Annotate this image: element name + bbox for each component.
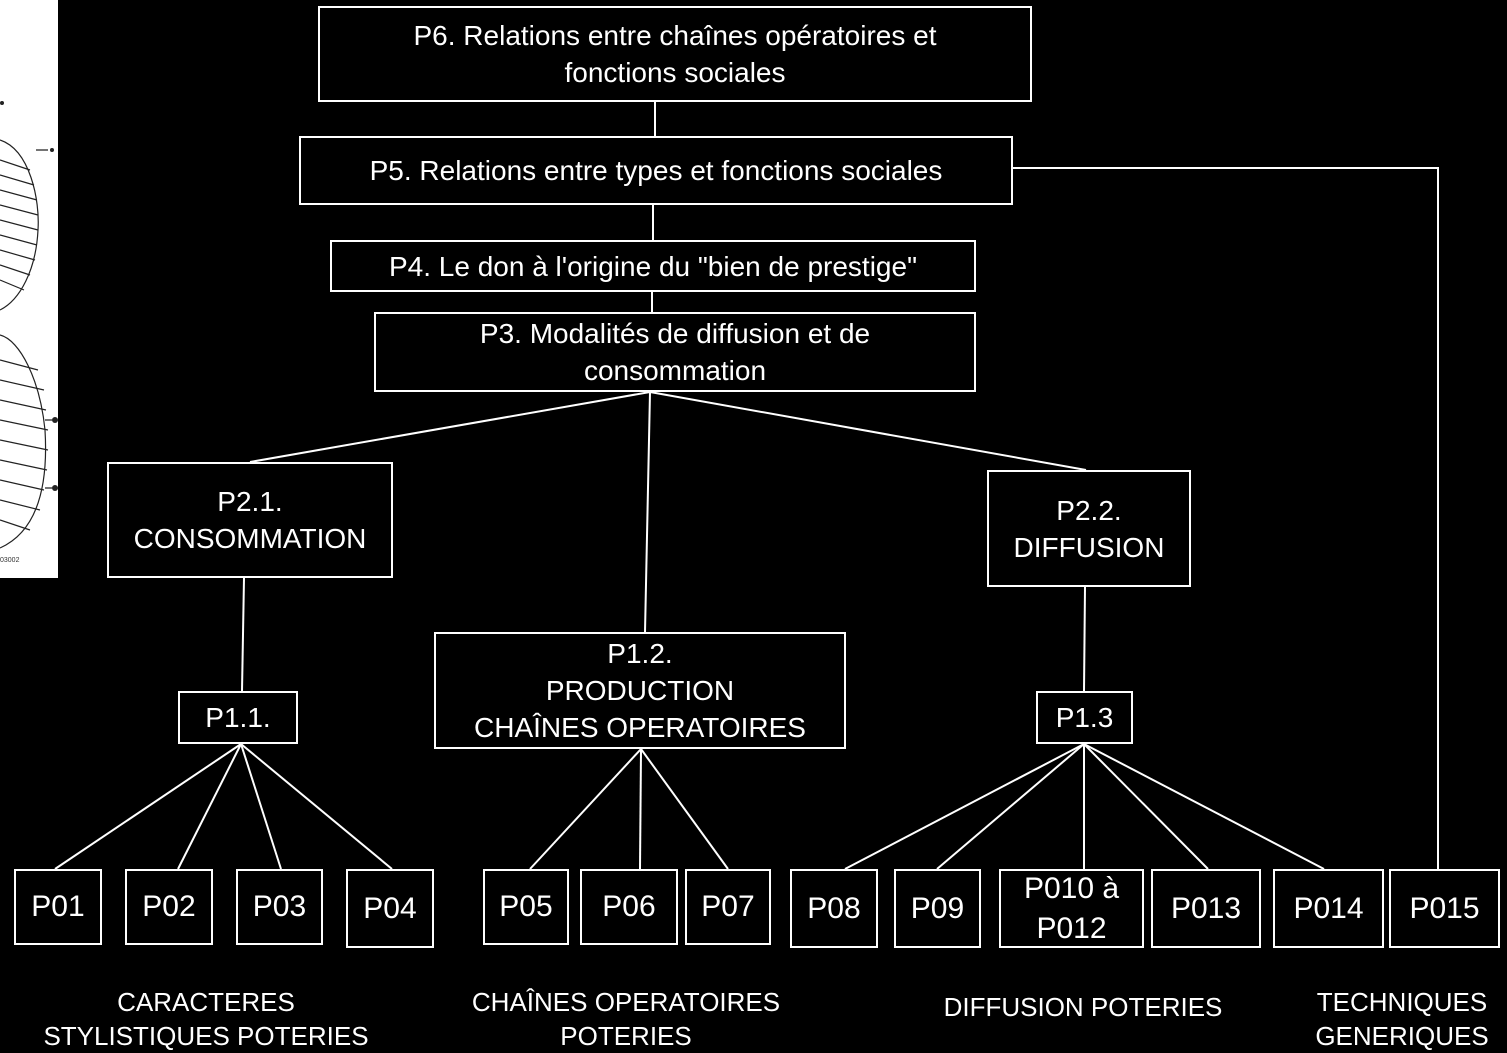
link-p13-p09 bbox=[936, 743, 1085, 870]
caption-stylistic-characters: CARACTERES STYLISTIQUES POTERIES bbox=[43, 987, 369, 1051]
link-p5-p015 bbox=[1013, 167, 1439, 869]
link-p11-p04 bbox=[240, 743, 393, 870]
node-p1-3: P1.3 bbox=[1036, 691, 1133, 744]
node-p06: P06 bbox=[580, 869, 678, 945]
node-p1-2: P1.2. PRODUCTION CHAÎNES OPERATOIRES bbox=[434, 632, 846, 749]
link-p11-p01 bbox=[54, 743, 242, 870]
node-p2-2: P2.2. DIFFUSION bbox=[987, 470, 1191, 587]
node-p013: P013 bbox=[1151, 869, 1261, 948]
link-p3-p12 bbox=[644, 391, 651, 633]
node-p07: P07 bbox=[685, 869, 771, 945]
node-p6: P6. Relations entre chaînes opératoires … bbox=[318, 6, 1032, 102]
node-p010-p012: P010 à P012 bbox=[999, 869, 1144, 948]
caption-generic-techniques: TECHNIQUES GENERIQUES bbox=[1315, 987, 1489, 1051]
link-p13-p08 bbox=[844, 743, 1085, 870]
link-p11-p02 bbox=[177, 743, 242, 870]
link-p11-p03 bbox=[240, 743, 282, 870]
link-p21-p11 bbox=[241, 577, 245, 692]
link-p22-p13 bbox=[1083, 586, 1086, 692]
node-p04: P04 bbox=[346, 869, 434, 948]
caption-pottery-diffusion: DIFFUSION POTERIES bbox=[943, 992, 1223, 1022]
node-p3: P3. Modalités de diffusion et de consomm… bbox=[374, 312, 976, 392]
node-p08: P08 bbox=[790, 869, 878, 948]
link-p3-p22 bbox=[649, 391, 1087, 471]
link-p12-p07 bbox=[640, 748, 729, 870]
node-p09: P09 bbox=[894, 869, 981, 948]
node-p2-1: P2.1. CONSOMMATION bbox=[107, 462, 393, 578]
vase-drawing-icon bbox=[0, 101, 58, 549]
node-p014: P014 bbox=[1273, 869, 1384, 948]
link-p12-p05 bbox=[529, 748, 642, 870]
node-p02: P02 bbox=[125, 869, 213, 945]
node-p05: P05 bbox=[483, 869, 569, 945]
thumbnail-label: 03002 bbox=[0, 557, 20, 564]
node-p5: P5. Relations entre types et fonctions s… bbox=[299, 136, 1013, 205]
caption-operating-chains: CHAÎNES OPERATOIRES POTERIES bbox=[471, 987, 781, 1051]
node-p4: P4. Le don à l'origine du "bien de prest… bbox=[330, 240, 976, 292]
link-p12-p06 bbox=[639, 748, 642, 870]
node-p1-1: P1.1. bbox=[178, 691, 298, 744]
node-p01: P01 bbox=[14, 869, 102, 945]
link-p13-p014 bbox=[1083, 743, 1325, 870]
link-p13-p013 bbox=[1083, 743, 1209, 870]
node-p015: P015 bbox=[1389, 869, 1500, 948]
node-p03: P03 bbox=[236, 869, 323, 945]
pottery-illustration: 03002 bbox=[0, 0, 58, 578]
link-p3-p21 bbox=[249, 391, 651, 463]
